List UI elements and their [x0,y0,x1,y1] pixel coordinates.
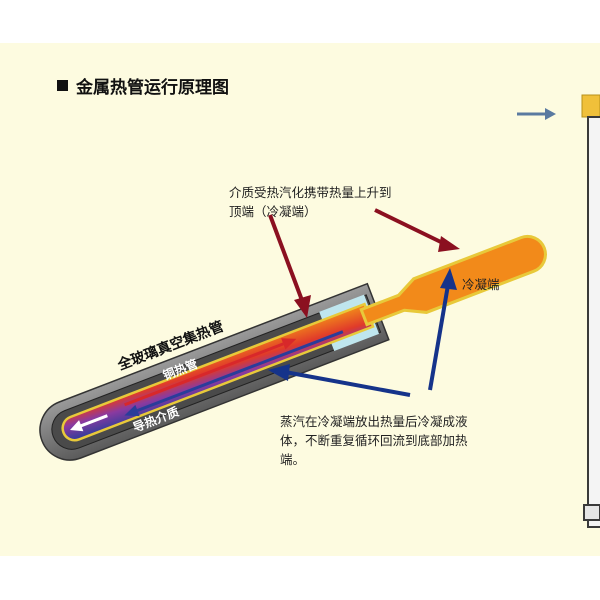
title-bullet-icon [57,80,68,91]
pointer-bottom-to-pipe [268,364,411,397]
pointer-top-to-pipe [268,214,311,318]
top-note: 介质受热汽化携带热量上升到 顶端（冷凝端） [229,183,392,221]
pointer-bottom-to-condenser [428,268,457,391]
right-partial-device [517,94,600,528]
inlet-arrow-icon [517,108,556,120]
flow-arrows [70,330,344,432]
bottom-note: 蒸汽在冷凝端放出热量后冷凝成液 体，不断重复循环回流到底部加热 端。 [280,412,468,469]
top-note-line-2: 顶端（冷凝端） [229,204,317,219]
condensing-end-label: 冷凝端 [462,277,500,292]
title-text: 金属热管运行原理图 [76,78,229,98]
bottom-note-line-3: 端。 [280,452,306,467]
top-note-line-1: 介质受热汽化携带热量上升到 [229,185,392,200]
bottom-note-line-2: 体，不断重复循环回流到底部加热 [280,433,468,448]
pointer-top-to-condenser [374,208,460,252]
diagram-title: 金属热管运行原理图 [57,73,229,98]
copper-pipe [61,302,375,442]
bottom-note-line-1: 蒸汽在冷凝端放出热量后冷凝成液 [280,414,468,429]
